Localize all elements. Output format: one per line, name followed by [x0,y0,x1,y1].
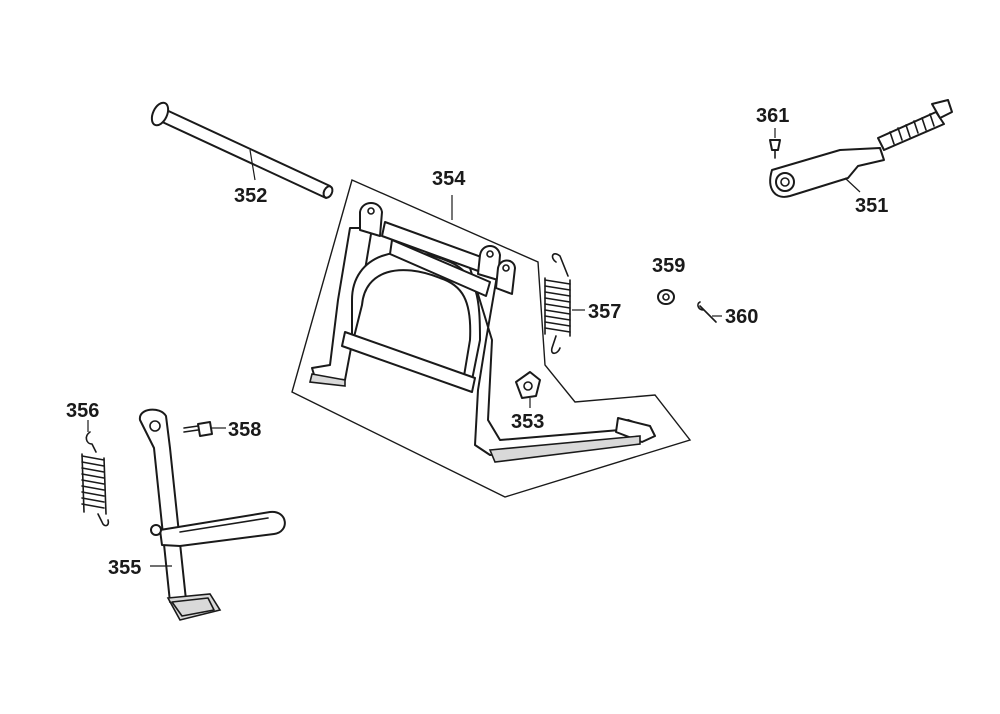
part-352-pivot-shaft [150,101,334,199]
part-358-pivot-bolt [183,421,226,437]
callout-356: 356 [66,400,99,422]
callout-361: 361 [756,105,789,127]
part-355-side-stand [138,408,286,621]
part-354-center-stand [309,195,656,463]
callout-360: 360 [725,306,758,328]
callout-353: 353 [511,411,544,433]
part-357-return-spring [544,253,585,355]
part-353-stopper [515,371,541,408]
part-356-spring [81,420,110,527]
assembly-group-frame [291,179,692,498]
callout-351: 351 [855,195,888,217]
part-361-bolt [769,128,781,159]
part-359-washer [657,289,675,305]
callout-355: 355 [108,557,141,579]
callout-357: 357 [588,301,621,323]
part-360-cotter-pin [697,301,722,323]
callout-354: 354 [432,168,466,190]
part-351-kick-lever [769,99,953,198]
callout-358: 358 [228,419,261,441]
callout-359: 359 [652,255,685,277]
callout-352: 352 [234,185,267,207]
